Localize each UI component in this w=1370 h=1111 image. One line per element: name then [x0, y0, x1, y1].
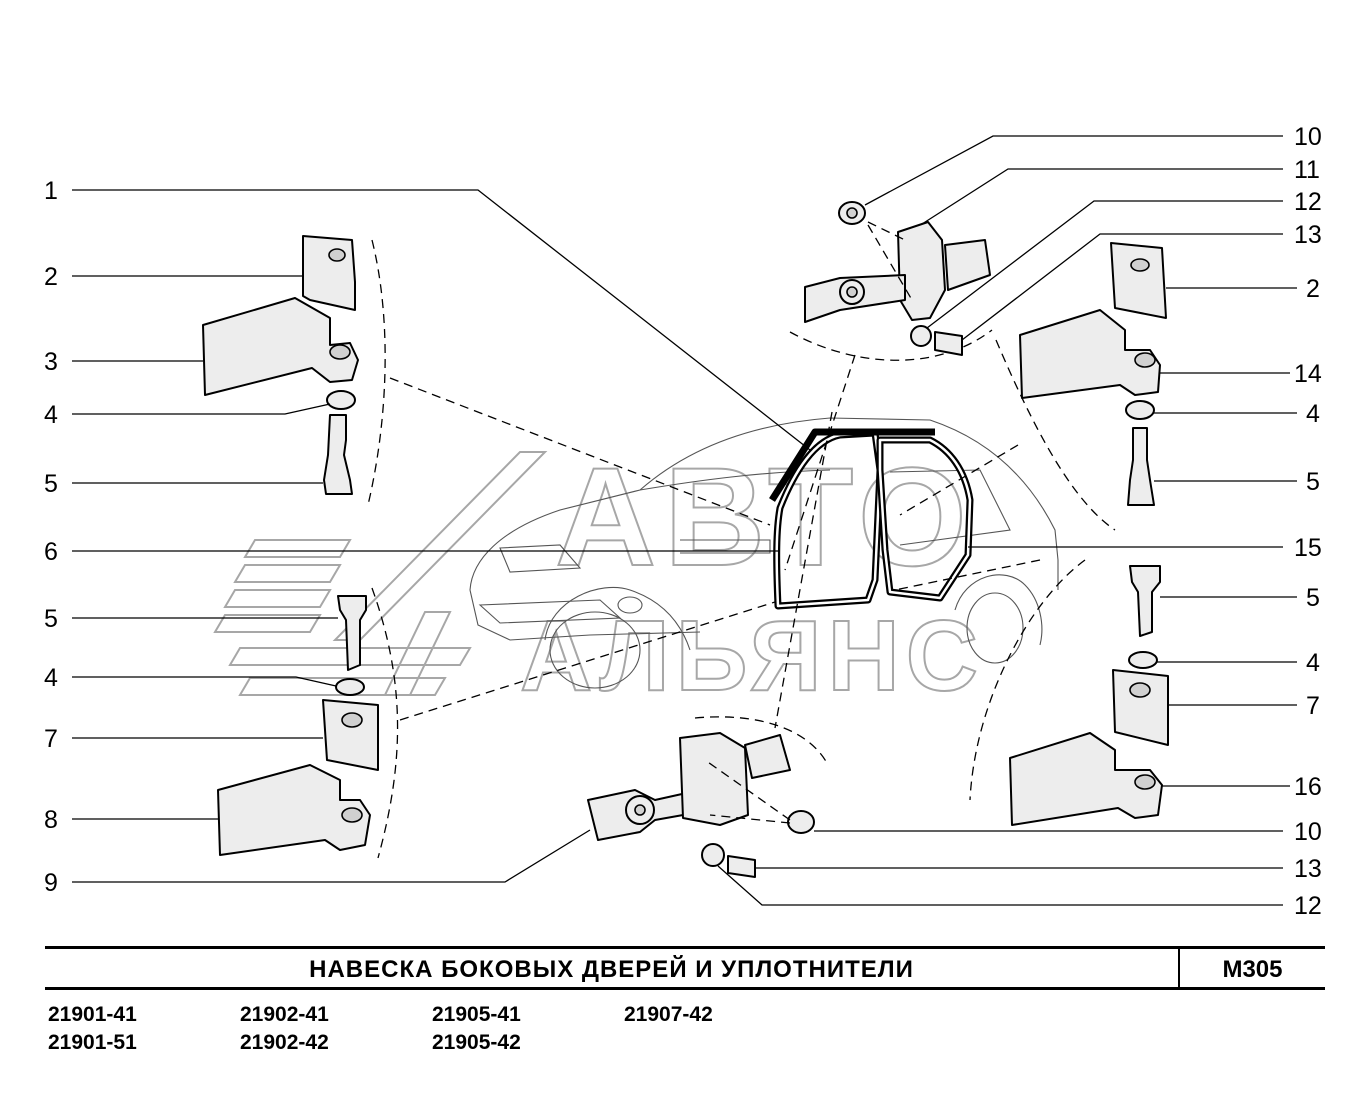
lower-door-check-group	[587, 732, 815, 878]
washer-12-lower	[701, 843, 725, 867]
callout-8: 8	[44, 806, 58, 834]
washer-4-left-lower	[335, 678, 365, 696]
hinge-pin-5-left-lower	[337, 595, 367, 671]
callout-4-left-upper: 4	[44, 401, 58, 429]
callout-3: 3	[44, 348, 58, 376]
left-upper-hinge-group	[202, 235, 359, 495]
callout-6: 6	[44, 538, 58, 566]
installation-lines	[389, 354, 1041, 729]
callout-15: 15	[1294, 534, 1322, 562]
model-number: 21901-41	[48, 1003, 137, 1026]
callout-4-right-lower: 4	[1306, 649, 1320, 677]
callout-10-lower: 10	[1294, 818, 1322, 846]
title-block: НАВЕСКА БОКОВЫХ ДВЕРЕЙ И УПЛОТНИТЕЛИ М30…	[45, 946, 1325, 990]
model-number: 21901-51	[48, 1031, 137, 1054]
callout-14: 14	[1294, 360, 1322, 388]
washer-4-right-lower	[1128, 651, 1158, 669]
reference-arcs	[367, 239, 1116, 859]
bolt-13-upper	[934, 331, 963, 356]
watermark: АВТО АЛЬЯНС	[213, 437, 984, 713]
washer-12-upper	[910, 325, 932, 347]
callout-2-left: 2	[44, 263, 58, 291]
model-number: 21905-42	[432, 1031, 521, 1054]
washer-4-right-upper	[1125, 400, 1155, 420]
callout-5-right-lower: 5	[1306, 584, 1320, 612]
model-number: 21905-41	[432, 1003, 521, 1026]
door-hinge-14	[1019, 309, 1161, 399]
callout-4-left-lower: 4	[44, 664, 58, 692]
watermark-line1: АВТО	[555, 438, 975, 595]
door-hinge-16	[1009, 732, 1163, 826]
model-column-1: 21901-41 21901-51	[48, 1001, 137, 1057]
page-code: М305	[1222, 956, 1283, 983]
model-column-2: 21902-41 21902-42	[240, 1001, 329, 1057]
washer-4-left-upper	[326, 390, 356, 410]
right-lower-hinge-group	[1009, 565, 1169, 826]
hinge-half-7-right	[1112, 669, 1169, 746]
car-outline	[469, 417, 1059, 689]
callout-1: 1	[44, 177, 58, 205]
bolt-10-lower	[787, 810, 815, 834]
upper-door-check-group	[804, 201, 991, 356]
callout-5-left-upper: 5	[44, 470, 58, 498]
hinge-half-2-right	[1110, 242, 1167, 319]
callout-7-right: 7	[1306, 692, 1320, 720]
callout-5-left-lower: 5	[44, 605, 58, 633]
callout-7-left: 7	[44, 725, 58, 753]
callout-16: 16	[1294, 773, 1322, 801]
watermark-line2: АЛЬЯНС	[520, 600, 984, 712]
callouts-right: 10 11 12 13 2 14 4 5 15 5 4 7 16 10 13 1…	[1294, 123, 1322, 920]
callout-12-lower: 12	[1294, 892, 1322, 920]
door-seals	[769, 428, 974, 610]
callout-9: 9	[44, 869, 58, 897]
callout-13-upper: 13	[1294, 221, 1322, 249]
callout-5-right-upper: 5	[1306, 468, 1320, 496]
hinge-half-7-left	[322, 699, 379, 771]
door-hinge-8	[217, 764, 371, 856]
hinge-pin-5-left-upper	[323, 414, 353, 495]
model-number: 21902-41	[240, 1003, 329, 1026]
door-hinge-3	[202, 297, 359, 396]
callout-11: 11	[1294, 156, 1320, 184]
callout-4-right-upper: 4	[1306, 400, 1320, 428]
title-divider	[1178, 949, 1180, 987]
model-number: 21902-42	[240, 1031, 329, 1054]
callout-10-upper: 10	[1294, 123, 1322, 151]
model-column-3: 21905-41 21905-42	[432, 1001, 521, 1057]
model-number: 21907-42	[624, 1003, 713, 1026]
callouts-left: 1 2 3 4 5 6 5 4 7 8 9	[44, 177, 58, 897]
leader-lines	[72, 135, 1297, 906]
hinge-pin-5-right-lower	[1129, 565, 1161, 637]
callout-2-right: 2	[1306, 275, 1320, 303]
hinge-pin-5-right-upper	[1127, 427, 1155, 506]
callout-13-lower: 13	[1294, 855, 1322, 883]
door-check-11	[897, 221, 946, 321]
right-upper-hinge-group	[1019, 242, 1167, 506]
page-title: НАВЕСКА БОКОВЫХ ДВЕРЕЙ И УПЛОТНИТЕЛИ	[309, 956, 914, 983]
model-column-4: 21907-42	[624, 1001, 713, 1029]
watermark-logo-stripes	[213, 451, 548, 696]
callout-12-upper: 12	[1294, 188, 1322, 216]
left-lower-hinge-group	[217, 595, 379, 856]
hinge-half-2-left	[302, 235, 356, 311]
bolt-13-lower	[727, 855, 756, 878]
